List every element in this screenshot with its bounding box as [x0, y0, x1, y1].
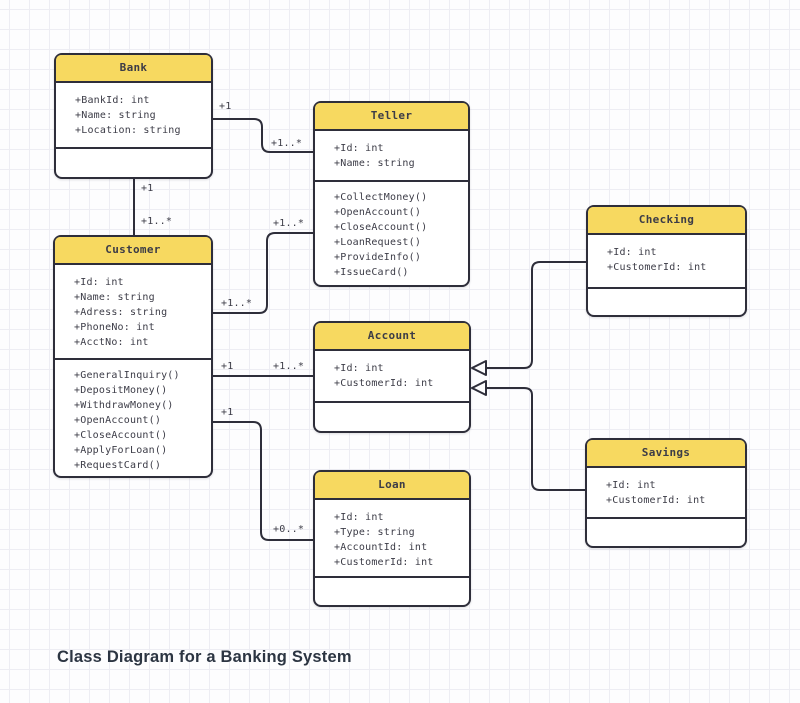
- class-checking-methods: [588, 289, 745, 315]
- class-bank-attributes: +BankId: int +Name: string +Location: st…: [56, 83, 211, 149]
- class-bank-title: Bank: [56, 55, 211, 83]
- multiplicity-bank-customer-target: +1..*: [141, 216, 173, 227]
- multiplicity-teller-customer-target: +1..*: [221, 298, 253, 309]
- class-loan-methods: [315, 578, 469, 605]
- edge-customer-loan[interactable]: [213, 421, 313, 541]
- class-loan-attributes: +Id: int +Type: string +AccountId: int +…: [315, 500, 469, 578]
- edge-checking-account[interactable]: [486, 261, 586, 369]
- class-account[interactable]: Account +Id: int +CustomerId: int: [313, 321, 471, 433]
- multiplicity-customer-loan-source: +1: [221, 407, 234, 418]
- class-checking-title: Checking: [588, 207, 745, 235]
- class-customer[interactable]: Customer +Id: int +Name: string +Adress:…: [53, 235, 213, 478]
- class-customer-methods: +GeneralInquiry() +DepositMoney() +Withd…: [74, 370, 180, 471]
- class-account-attributes: +Id: int +CustomerId: int: [315, 351, 469, 403]
- class-loan-title: Loan: [315, 472, 469, 500]
- class-savings-title: Savings: [587, 440, 745, 468]
- class-account-methods: [315, 403, 469, 431]
- multiplicity-customer-account-target: +1..*: [273, 361, 305, 372]
- class-savings[interactable]: Savings +Id: int +CustomerId: int: [585, 438, 747, 548]
- inheritance-arrow-checking: [471, 360, 487, 376]
- multiplicity-bank-customer-source: +1: [141, 183, 154, 194]
- class-customer-title: Customer: [55, 237, 211, 265]
- multiplicity-bank-teller-source: +1: [219, 101, 232, 112]
- class-bank-methods: [56, 149, 211, 177]
- edge-teller-customer[interactable]: [213, 232, 313, 314]
- class-teller[interactable]: Teller +Id: int +Name: string +CollectMo…: [313, 101, 470, 287]
- multiplicity-customer-loan-target: +0..*: [273, 524, 305, 535]
- class-customer-attributes: +Id: int +Name: string +Adress: string +…: [55, 265, 211, 360]
- class-loan[interactable]: Loan +Id: int +Type: string +AccountId: …: [313, 470, 471, 607]
- class-savings-attributes: +Id: int +CustomerId: int: [587, 468, 745, 519]
- class-teller-attributes: +Id: int +Name: string: [315, 131, 468, 182]
- class-account-title: Account: [315, 323, 469, 351]
- edge-bank-teller[interactable]: [213, 118, 313, 153]
- class-bank[interactable]: Bank +BankId: int +Name: string +Locatio…: [54, 53, 213, 179]
- class-savings-methods: [587, 519, 745, 546]
- class-checking[interactable]: Checking +Id: int +CustomerId: int: [586, 205, 747, 317]
- class-checking-attributes: +Id: int +CustomerId: int: [588, 235, 745, 289]
- inheritance-arrow-savings: [471, 380, 487, 396]
- class-teller-title: Teller: [315, 103, 468, 131]
- diagram-title: Class Diagram for a Banking System: [57, 648, 352, 666]
- multiplicity-teller-customer-source: +1..*: [273, 218, 305, 229]
- multiplicity-bank-teller-target: +1..*: [271, 138, 303, 149]
- multiplicity-customer-account-source: +1: [221, 361, 234, 372]
- class-teller-methods: +CollectMoney() +OpenAccount() +CloseAcc…: [334, 192, 428, 278]
- edge-savings-account[interactable]: [486, 387, 585, 491]
